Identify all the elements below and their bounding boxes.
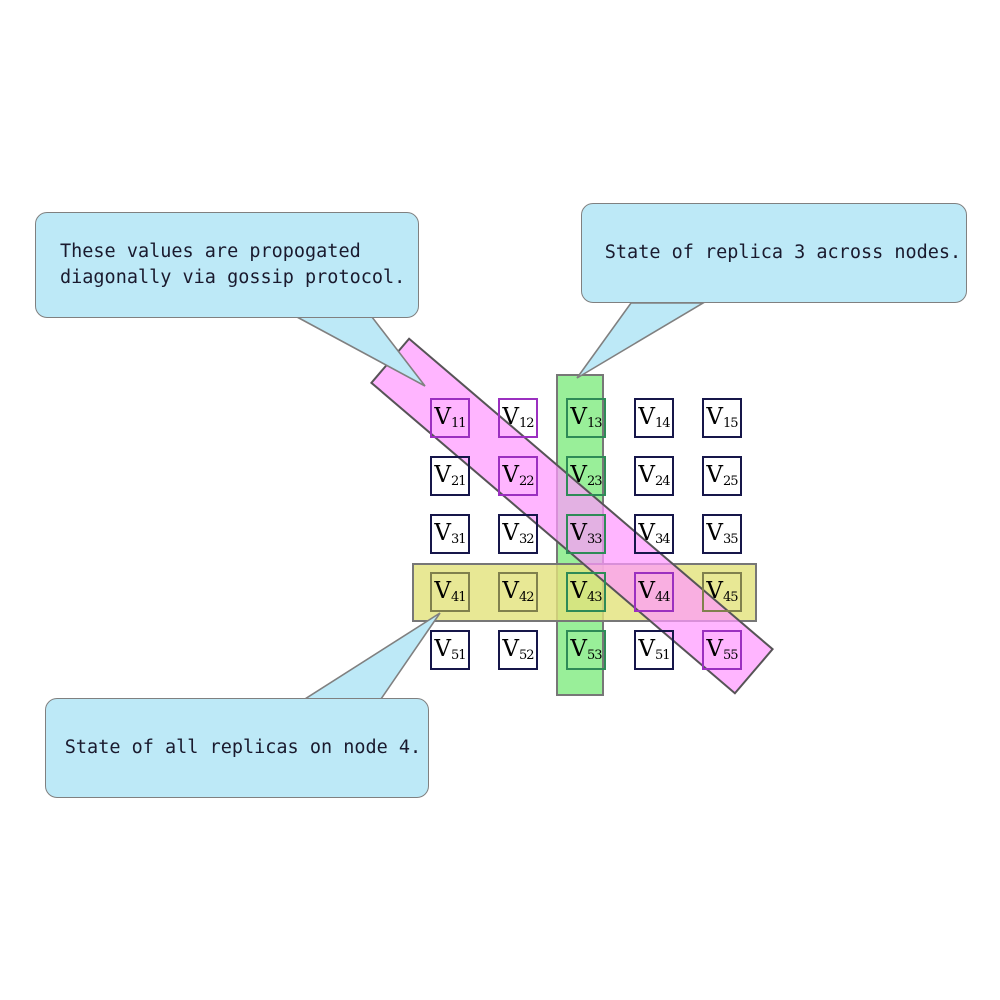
- cell-label: V25: [706, 462, 739, 489]
- grid-cell-v53[interactable]: V53: [566, 630, 606, 670]
- cell-label: V55: [706, 636, 739, 663]
- grid-cell-v43[interactable]: V43: [566, 572, 606, 612]
- cell-label: V42: [502, 578, 535, 605]
- callout-gossip-text: These values are propogated diagonally v…: [60, 240, 406, 288]
- cell-subscript: 43: [587, 590, 603, 605]
- cell-label: V52: [502, 636, 535, 663]
- callout-node-box: State of all replicas on node 4.: [45, 698, 429, 798]
- cell-label: V22: [502, 462, 535, 489]
- cell-subscript: 51: [451, 648, 467, 663]
- cell-subscript: 31: [451, 532, 467, 547]
- cell-subscript: 15: [723, 416, 739, 431]
- cell-subscript: 14: [655, 416, 671, 431]
- cell-label: V35: [706, 520, 739, 547]
- cell-subscript: 52: [519, 648, 535, 663]
- cell-subscript: 24: [655, 474, 671, 489]
- callout-replica-box: State of replica 3 across nodes.: [581, 203, 967, 303]
- cell-label: V34: [638, 520, 671, 547]
- cell-subscript: 44: [655, 590, 671, 605]
- grid-cell-v33[interactable]: V33: [566, 514, 606, 554]
- grid-cell-v51[interactable]: V51: [634, 630, 674, 670]
- cell-subscript: 35: [723, 532, 739, 547]
- cell-label: V21: [434, 462, 467, 489]
- cell-label: V23: [570, 462, 603, 489]
- grid-cell-v55[interactable]: V55: [702, 630, 742, 670]
- cell-label: V24: [638, 462, 671, 489]
- cell-subscript: 11: [451, 416, 467, 431]
- grid-cell-v34[interactable]: V34: [634, 514, 674, 554]
- callout-replica-text: State of replica 3 across nodes.: [604, 241, 962, 263]
- grid-cell-v24[interactable]: V24: [634, 456, 674, 496]
- cell-label: V33: [570, 520, 603, 547]
- cell-label: V15: [706, 404, 739, 431]
- callout-gossip-box: These values are propogated diagonally v…: [35, 212, 419, 318]
- cell-label: V51: [638, 636, 671, 663]
- grid-cell-v25[interactable]: V25: [702, 456, 742, 496]
- cell-subscript: 32: [519, 532, 535, 547]
- grid-cell-v41[interactable]: V41: [430, 572, 470, 612]
- grid-cell-v21[interactable]: V21: [430, 456, 470, 496]
- grid-cell-v42[interactable]: V42: [498, 572, 538, 612]
- grid-cell-v51[interactable]: V51: [430, 630, 470, 670]
- grid-cell-v22[interactable]: V22: [498, 456, 538, 496]
- cell-subscript: 42: [519, 590, 535, 605]
- cell-label: V14: [638, 404, 671, 431]
- cell-label: V45: [706, 578, 739, 605]
- cell-label: V41: [434, 578, 467, 605]
- cell-label: V12: [502, 404, 535, 431]
- cell-subscript: 23: [587, 474, 603, 489]
- grid-cell-v45[interactable]: V45: [702, 572, 742, 612]
- cell-label: V11: [434, 404, 467, 431]
- cell-subscript: 33: [587, 532, 603, 547]
- grid-cell-v12[interactable]: V12: [498, 398, 538, 438]
- cell-subscript: 55: [723, 648, 739, 663]
- grid-cell-v13[interactable]: V13: [566, 398, 606, 438]
- grid-cell-v35[interactable]: V35: [702, 514, 742, 554]
- cell-subscript: 41: [451, 590, 467, 605]
- cell-label: V43: [570, 578, 603, 605]
- grid-cell-v23[interactable]: V23: [566, 456, 606, 496]
- cell-subscript: 34: [655, 532, 671, 547]
- cell-subscript: 12: [519, 416, 535, 431]
- cell-subscript: 25: [723, 474, 739, 489]
- cell-label: V32: [502, 520, 535, 547]
- cell-label: V31: [434, 520, 467, 547]
- cell-label: V44: [638, 578, 671, 605]
- callout-node-text: State of all replicas on node 4.: [64, 736, 422, 758]
- grid-cell-v32[interactable]: V32: [498, 514, 538, 554]
- cell-label: V53: [570, 636, 603, 663]
- grid-cell-v11[interactable]: V11: [430, 398, 470, 438]
- cell-subscript: 53: [587, 648, 603, 663]
- cell-label: V51: [434, 636, 467, 663]
- grid-cell-v31[interactable]: V31: [430, 514, 470, 554]
- cell-subscript: 45: [723, 590, 739, 605]
- grid-cell-v15[interactable]: V15: [702, 398, 742, 438]
- grid-cell-v14[interactable]: V14: [634, 398, 674, 438]
- grid-cell-v52[interactable]: V52: [498, 630, 538, 670]
- cell-subscript: 13: [587, 416, 603, 431]
- cell-subscript: 22: [519, 474, 535, 489]
- cell-label: V13: [570, 404, 603, 431]
- grid-cell-v44[interactable]: V44: [634, 572, 674, 612]
- cell-subscript: 51: [655, 648, 671, 663]
- cell-subscript: 21: [451, 474, 467, 489]
